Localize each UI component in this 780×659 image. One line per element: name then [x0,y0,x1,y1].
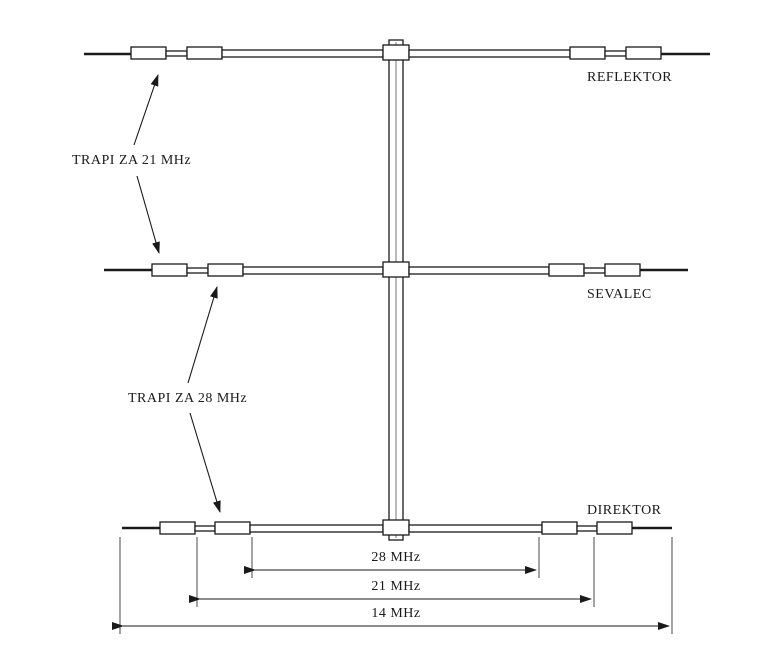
trap-21-left-direktor [159,521,196,535]
direktor-label: DIREKTOR [587,503,662,518]
boom [388,39,404,541]
trap-21-right-direktor [596,521,633,535]
dimension-28mhz: 28 MHz [244,550,537,574]
dim-14-label: 14 MHz [371,606,420,621]
reflektor-label: REFLEKTOR [587,70,672,85]
dim-28-label: 28 MHz [371,550,420,565]
trap-28-left-sevalec [207,263,244,277]
trap-28-left-reflektor [186,46,223,60]
reflektor-element [84,44,710,61]
trap-21-label: TRAPI ZA 21 MHz [72,153,191,168]
trap-28-right-sevalec [548,263,585,277]
trap-21-left-reflektor [130,46,167,60]
direktor-clamp [382,519,410,536]
sevalec-label: SEVALEC [587,287,652,302]
trap-28-left-direktor [214,521,251,535]
direktor-element [122,519,672,536]
sevalec-element [104,261,688,278]
dimension-21mhz: 21 MHz [189,579,592,603]
trap-28-label: TRAPI ZA 28 MHz [128,391,247,406]
trap-21-right-sevalec [604,263,641,277]
dimension-14mhz: 14 MHz [112,606,670,630]
trap-28-arrow-down [189,412,221,513]
reflektor-clamp [382,44,410,61]
trap-21-left-sevalec [151,263,188,277]
trap-28-right-reflektor [569,46,606,60]
trap-28-arrow-up [187,286,218,384]
trap-21-arrow-up [133,74,159,146]
trap-21-right-reflektor [625,46,662,60]
sevalec-clamp [382,261,410,278]
trap-21-arrow-down [136,175,160,254]
trap-28-right-direktor [541,521,578,535]
dim-21-label: 21 MHz [371,579,420,594]
